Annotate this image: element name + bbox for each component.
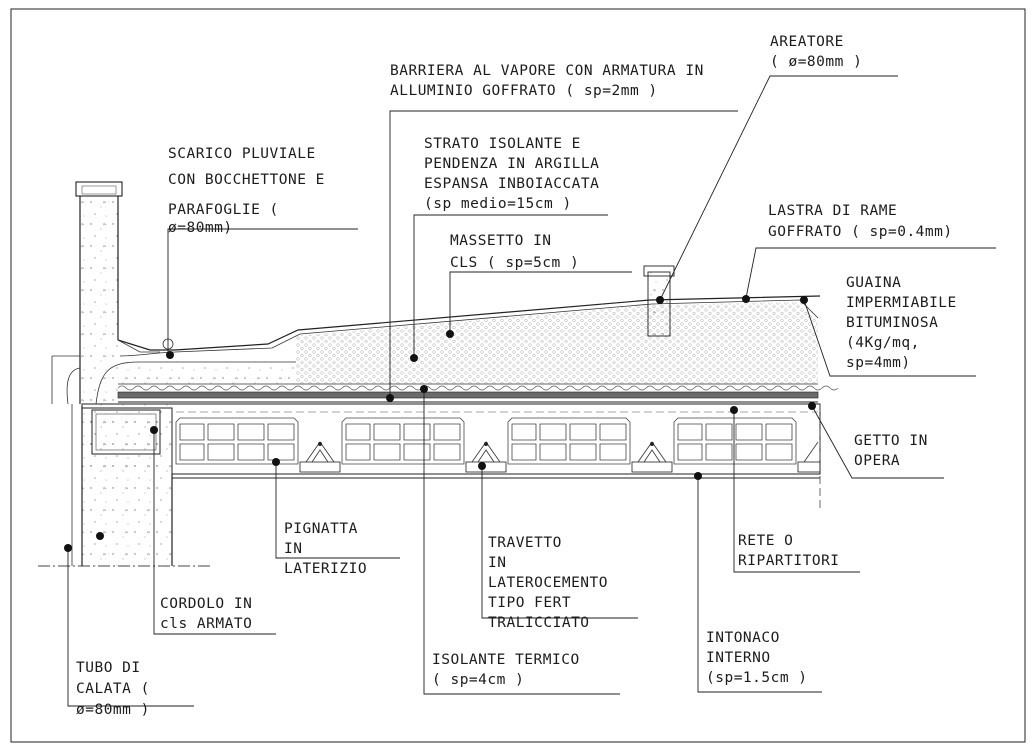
label-areatore: AREATORE( ø=80mm ): [770, 34, 862, 70]
drawing-frame: [10, 8, 1026, 743]
joists: [299, 441, 821, 473]
hollow-bricks: [175, 417, 797, 465]
leader-lines: [67, 75, 996, 707]
leader-dots: [64, 295, 816, 552]
section-geometry: [38, 181, 839, 567]
labels: AREATORE( ø=80mm ) BARRIERA AL VAPORE CO…: [76, 34, 957, 718]
label-isolante-termico: ISOLANTE TERMICO( sp=4cm ): [432, 652, 580, 688]
